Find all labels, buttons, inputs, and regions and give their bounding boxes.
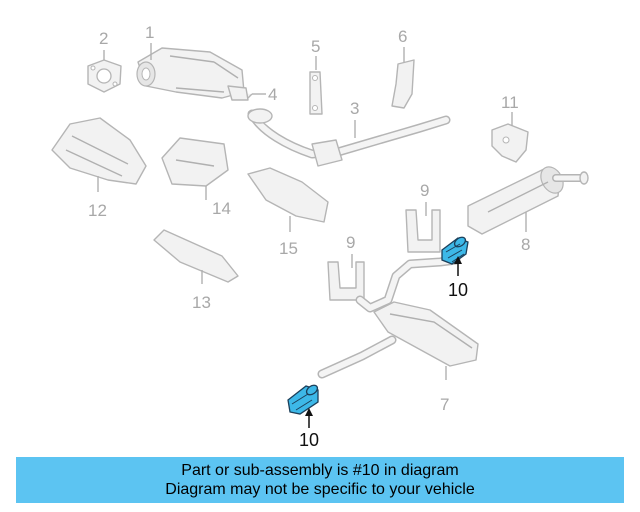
callout-number-4: 4	[268, 85, 277, 104]
callout-11: 11	[501, 93, 519, 126]
callout-10-lower: 10	[299, 408, 319, 450]
callout-14: 14	[205, 186, 231, 218]
callout-13: 13	[192, 270, 211, 312]
callout-number-8: 8	[521, 235, 530, 254]
callout-8: 8	[521, 212, 530, 254]
info-banner: Part or sub-assembly is #10 in diagram D…	[16, 457, 624, 503]
part-9-bracket-lower	[327, 261, 365, 301]
callout-number-14: 14	[212, 199, 231, 218]
callout-number-9-upper: 9	[420, 181, 429, 200]
part-10-clamp-lower	[287, 384, 319, 415]
part-4-clamp	[227, 85, 249, 101]
callout-9-upper: 9	[420, 181, 429, 216]
part-6-heat-shield	[391, 59, 415, 109]
callout-number-6: 6	[398, 27, 407, 46]
part-8-rear-muffler	[467, 166, 589, 235]
callout-12: 12	[88, 176, 107, 220]
part-12-heat-shield	[51, 117, 147, 185]
part-11-hanger	[491, 123, 529, 163]
part-13-heat-shield	[153, 229, 239, 283]
callout-number-15: 15	[279, 239, 298, 258]
callout-7: 7	[440, 366, 449, 414]
part-3-front-pipe	[247, 108, 451, 167]
callout-number-10-upper: 10	[448, 280, 468, 300]
part-5-bracket	[309, 71, 323, 115]
callout-number-7: 7	[440, 395, 449, 414]
banner-line-1: Part or sub-assembly is #10 in diagram	[181, 462, 459, 479]
callout-15: 15	[279, 216, 298, 258]
callout-number-5: 5	[311, 37, 320, 56]
callout-6: 6	[398, 27, 407, 62]
callout-number-9-lower: 9	[346, 233, 355, 252]
part-9-bracket-upper	[405, 209, 441, 253]
callout-10-upper: 10	[448, 256, 468, 300]
callout-number-10-lower: 10	[299, 430, 319, 450]
callout-9-lower: 9	[346, 233, 355, 268]
callout-3: 3	[350, 99, 359, 138]
callout-number-1: 1	[145, 23, 154, 42]
callout-number-13: 13	[192, 293, 211, 312]
callout-5: 5	[311, 37, 320, 70]
callout-2: 2	[99, 29, 108, 60]
callout-number-11: 11	[501, 93, 519, 112]
part-10-clamp-upper	[441, 236, 469, 265]
banner-line-2: Diagram may not be specific to your vehi…	[165, 481, 475, 498]
part-15-heat-shield	[247, 167, 329, 223]
callout-number-3: 3	[350, 99, 359, 118]
callout-4: 4	[252, 85, 277, 104]
part-2-gasket	[87, 59, 122, 93]
callout-number-2: 2	[99, 29, 108, 48]
part-14-heat-shield	[161, 137, 229, 187]
part-7-center-muffler	[317, 255, 479, 379]
callout-number-12: 12	[88, 201, 107, 220]
callout-1: 1	[145, 23, 154, 60]
exhaust-system-diagram: 2 1 4 5 6	[51, 23, 589, 450]
